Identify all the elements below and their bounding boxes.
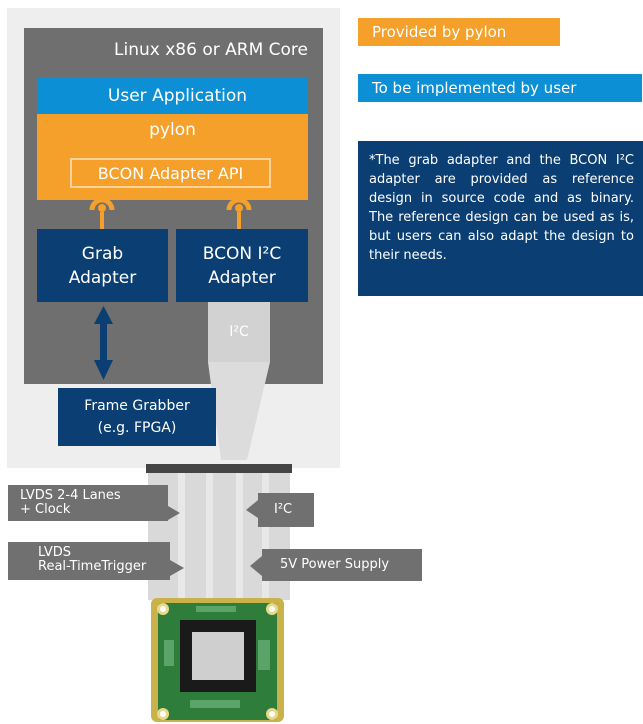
frame-grabber-line1: Frame Grabber	[84, 398, 190, 414]
legend-provided-by-pylon: Provided by pylon	[358, 18, 560, 46]
bcon-adapter-api-block: BCON Adapter API	[70, 158, 271, 188]
bcon-i2c-adapter-block: BCON I²C Adapter	[176, 229, 308, 302]
power-supply-label: 5V Power Supply	[262, 549, 422, 581]
reference-design-note: *The grab adapter and the BCON I²C adapt…	[358, 141, 643, 296]
bcon-i2c-adapter-line2: Adapter	[208, 267, 276, 288]
lvds-trigger-line2: Real-TimeTrigger	[38, 559, 147, 574]
lvds-trigger-line1: LVDS	[38, 545, 71, 560]
frame-grabber-block: Frame Grabber (e.g. FPGA)	[58, 388, 216, 446]
power-pointer	[250, 556, 262, 576]
grab-adapter-line1: Grab	[81, 243, 124, 264]
i2c-cable-label: I²C	[258, 493, 314, 527]
core-title: Linux x86 or ARM Core	[114, 40, 308, 60]
lvds-lanes-line1: LVDS 2-4 Lanes	[20, 488, 121, 503]
socket-connector-bcon	[226, 188, 252, 229]
frame-grabber-line2: (e.g. FPGA)	[97, 420, 177, 436]
i2c-cable-shape	[208, 362, 270, 460]
socket-connector-grab	[89, 188, 115, 229]
cable-line-3	[236, 470, 243, 600]
cable-line-4	[262, 470, 269, 600]
cable-line-1	[178, 470, 185, 600]
camera-board-icon	[151, 598, 284, 722]
pylon-label: pylon	[149, 120, 196, 140]
lvds-trigger-pointer	[170, 560, 184, 576]
lvds-lanes-label: LVDS 2-4 Lanes + Clock	[8, 485, 168, 521]
bcon-i2c-adapter-line1: BCON I²C	[202, 243, 282, 264]
user-application-block: User Application	[37, 78, 308, 114]
lvds-lanes-pointer	[168, 506, 180, 520]
i2c-pointer	[246, 500, 258, 518]
double-arrow-icon	[94, 306, 113, 380]
i2c-block: I²C	[208, 302, 270, 362]
cable-line-2	[206, 470, 213, 600]
grab-adapter-line2: Adapter	[68, 267, 137, 288]
lvds-lanes-line2: + Clock	[20, 502, 71, 517]
lvds-trigger-label: LVDS Real-TimeTrigger	[8, 542, 170, 580]
legend-implemented-by-user: To be implemented by user	[358, 74, 642, 102]
connector-bar	[146, 464, 292, 473]
